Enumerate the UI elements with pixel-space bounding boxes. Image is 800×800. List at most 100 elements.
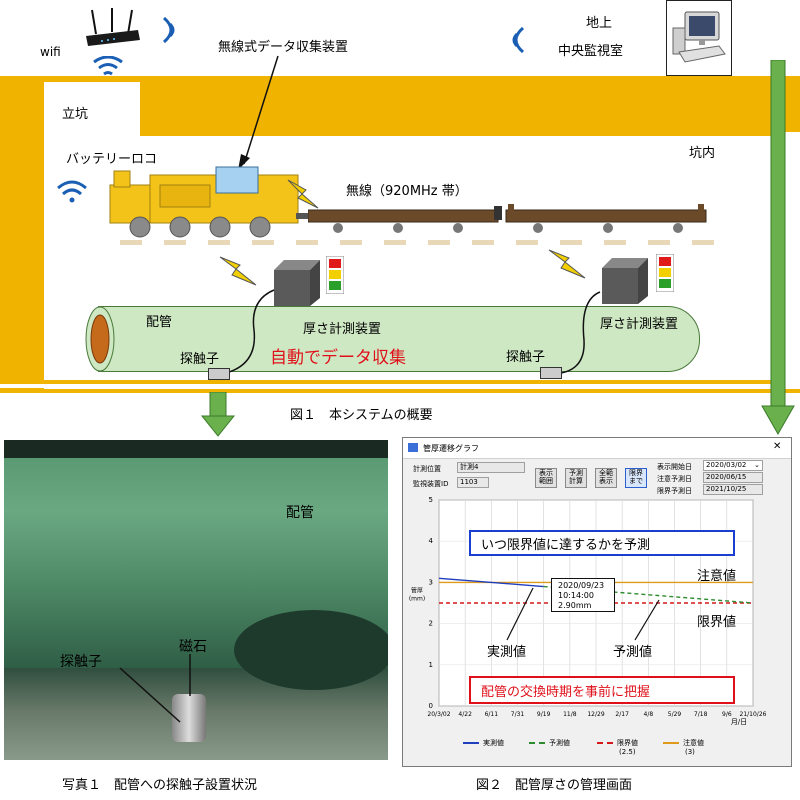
actual-value-label: 実測値 [487, 645, 527, 660]
caution-value-label: 注意値 [697, 569, 737, 584]
y-tick-label: 5 [429, 496, 433, 504]
photo-shadow [234, 610, 388, 690]
limit-predict-field[interactable]: 2021/10/25 [703, 484, 763, 495]
legend-limit: 限界値 [617, 739, 638, 747]
x-tick-label: 7/31 [511, 711, 525, 718]
auto-collect-label: 自動でデータ収集 [270, 348, 406, 368]
monitor-id-field[interactable]: 1103 [457, 477, 489, 488]
shaft-floor [0, 389, 800, 393]
photo-pointer-lines [119, 654, 191, 723]
wifi-label: wifi [40, 45, 61, 59]
y-axis-label: 管厚 [411, 587, 423, 595]
tunnel-roof [140, 76, 800, 132]
x-tick-label: 4/8 [644, 711, 654, 718]
shaft-wall-left [0, 76, 44, 392]
shaft-inner-wall [40, 82, 44, 389]
to-limit-button[interactable]: 限界 まで [625, 468, 647, 488]
radio-label: 無線（920MHz 帯） [346, 184, 468, 199]
predict-value-label: 予測値 [613, 645, 653, 660]
x-tick-label: 6/11 [485, 711, 499, 718]
wireless-device-label: 無線式データ収集装置 [218, 40, 349, 55]
computer-icon [672, 11, 726, 63]
photo-1-caption: 写真１ 配管への探触子設置状況 [62, 778, 258, 793]
x-tick-label: 4/22 [458, 711, 472, 718]
figure-1-caption: 図１ 本システムの概要 [290, 408, 433, 423]
x-tick-label: 5/29 [668, 711, 682, 718]
photo-probe-label: 探触子 [60, 654, 102, 670]
replacement-annotation-text: 配管の交換時期を事前に把握 [481, 685, 651, 700]
legend-caution-value: (3) [685, 748, 695, 756]
photo-magnet-label: 磁石 [179, 639, 207, 655]
display-start-label: 表示開始日 [657, 463, 692, 471]
y-tick-label: 3 [429, 578, 433, 586]
battery-loco-label: バッテリーロコ [66, 152, 158, 167]
lightning-icon [219, 256, 257, 286]
actual-series-line [438, 577, 544, 588]
legend-swatch-caution [663, 742, 679, 744]
photo-pipe-label: 配管 [286, 505, 314, 521]
chevron-down-icon[interactable]: ⌄ [754, 461, 760, 469]
tooltip-value: 2.90mm [558, 601, 592, 610]
tooltip-time: 10:14:00 [558, 591, 594, 600]
rail-track [120, 240, 714, 245]
predict-button[interactable]: 予測 計算 [565, 468, 587, 488]
tooltip-date: 2020/09/23 [558, 581, 605, 590]
limit-predict-label: 限界予測日 [657, 487, 692, 495]
thickness-device-icon [274, 260, 320, 306]
window-titlebar: 管厚遷移グラフ ✕ [403, 438, 791, 459]
limit-value-label: 限界値 [697, 615, 737, 630]
x-tick-label: 21/10/26 [740, 711, 767, 718]
locomotive-icon [109, 166, 308, 238]
shaft-label: 立坑 [62, 107, 89, 122]
chart-legend: 実測値 予測値 限界値 (2.5) 注意値 (3) [463, 738, 783, 762]
figure-1: wifi 無線式データ収集装置 地上 中央監視室 立坑 バッテリーロコ 坑内 無… [0, 0, 800, 437]
control-room-label: 中央監視室 [558, 44, 624, 59]
prediction-annotation: いつ限界値に達するかを予測 [469, 530, 735, 556]
pipe-body [98, 306, 700, 372]
router-icon [86, 8, 140, 46]
probe-label-2: 探触子 [506, 350, 546, 365]
monitor-id-label: 監視装置ID [413, 480, 449, 488]
wifi-signal-icon [93, 56, 123, 76]
display-start-field[interactable]: 2020/03/02 [703, 460, 763, 471]
legend-predict: 予測値 [549, 739, 570, 747]
wifi-signal-icon [57, 180, 87, 203]
shaft-bottom [0, 384, 800, 388]
legend-swatch-limit [597, 742, 613, 744]
prediction-annotation-text: いつ限界値に達するかを予測 [481, 538, 651, 553]
caution-predict-field[interactable]: 2020/06/15 [703, 472, 763, 483]
rail-cars [308, 204, 707, 233]
lightning-icon [548, 249, 586, 279]
probe-sensor-1 [208, 368, 230, 380]
annotation-pointers [506, 587, 660, 641]
x-tick-label: 9/19 [537, 711, 551, 718]
surface-label: 地上 [586, 16, 613, 31]
probe-sensor-2 [540, 367, 562, 379]
y-tick-label: 4 [429, 537, 434, 545]
pointer-arrow [238, 55, 279, 170]
pipe-label: 配管 [146, 315, 173, 330]
display-range-button[interactable]: 表示 範囲 [535, 468, 557, 488]
down-arrow-icon [200, 392, 236, 437]
close-icon[interactable]: ✕ [773, 441, 782, 452]
wifi-signal-icon [162, 16, 175, 44]
thickness-device-label-2: 厚さ計測装置 [600, 317, 679, 332]
y-tick-label: 0 [429, 702, 433, 710]
x-tick-label: 12/29 [587, 711, 604, 718]
thickness-device-icon [602, 258, 648, 304]
window-title: 管厚遷移グラフ [423, 444, 479, 453]
signal-light-icon [656, 254, 674, 292]
x-tick-label: 7/18 [694, 711, 708, 718]
thickness-graph-window: 管厚遷移グラフ ✕ 計測位置 計測4 監視装置ID 1103 表示 範囲 予測 … [402, 437, 792, 767]
wifi-signal-icon [512, 26, 525, 54]
x-tick-label: 9/6 [722, 711, 732, 718]
photo-magnet [172, 694, 206, 742]
down-arrow-icon [761, 60, 795, 436]
signal-light-icon [326, 256, 344, 294]
y-axis-unit: (mm) [409, 596, 425, 603]
pipe-end [85, 306, 115, 372]
tunnel-floor [44, 380, 784, 384]
show-all-button[interactable]: 全範 表示 [595, 468, 617, 488]
position-field[interactable]: 計測4 [457, 462, 525, 473]
y-tick-label: 2 [429, 620, 433, 628]
